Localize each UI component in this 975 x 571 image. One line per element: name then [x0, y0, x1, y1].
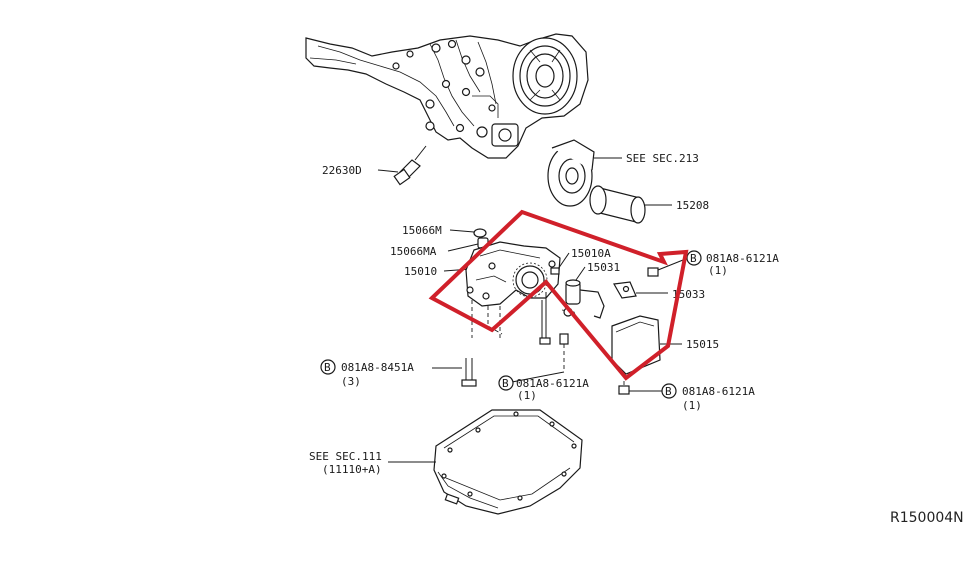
bolt-pump-mount	[320, 358, 477, 387]
bolt-baffle	[618, 374, 677, 399]
oil-pan	[388, 409, 583, 515]
highlight-outline	[428, 209, 689, 381]
bolt-15010a	[550, 267, 560, 275]
label-15066m: 15066M	[402, 224, 442, 237]
label-bolt2-code: 081A8-8451A	[341, 361, 414, 374]
bolt-upper-right	[647, 250, 702, 277]
label-15208: 15208	[676, 199, 709, 212]
marker-b-2: B	[324, 361, 331, 374]
label-bolt1-code: 081A8-6121A	[706, 252, 779, 265]
label-bolt1-qty: (1)	[708, 264, 728, 277]
label-see-sec-111-sub: (11110+A)	[322, 463, 382, 476]
oil-filter	[589, 185, 672, 224]
o-ring-15066m	[473, 228, 487, 238]
oil-filter-bracket	[547, 139, 622, 207]
marker-b-3: B	[502, 377, 509, 390]
label-bolt3-qty: (1)	[517, 389, 537, 402]
crank-pulley	[512, 37, 578, 115]
label-bolt4-qty: (1)	[682, 399, 702, 412]
label-15031: 15031	[587, 261, 620, 274]
label-see-sec-213: SEE SEC.213	[626, 152, 699, 165]
engine-block	[305, 33, 589, 159]
label-15015: 15015	[686, 338, 719, 351]
label-bolt4-code: 081A8-6121A	[682, 385, 755, 398]
label-bolt3-code: 081A8-6121A	[516, 377, 589, 390]
marker-b-4: B	[665, 385, 672, 398]
label-bolt2-qty: (3)	[341, 375, 361, 388]
label-15010: 15010	[404, 265, 437, 278]
marker-b-1: B	[690, 252, 697, 265]
stud-bolt-center	[498, 292, 569, 391]
sensor-22630d	[377, 145, 427, 186]
label-see-sec-111: SEE SEC.111	[309, 450, 382, 463]
label-22630d: 22630D	[322, 164, 362, 177]
reference-code: R150004N	[890, 510, 964, 526]
label-15066ma: 15066MA	[390, 245, 437, 258]
label-15010a: 15010A	[571, 247, 611, 260]
strainer-15031	[561, 279, 605, 323]
bracket-15033	[613, 281, 668, 299]
